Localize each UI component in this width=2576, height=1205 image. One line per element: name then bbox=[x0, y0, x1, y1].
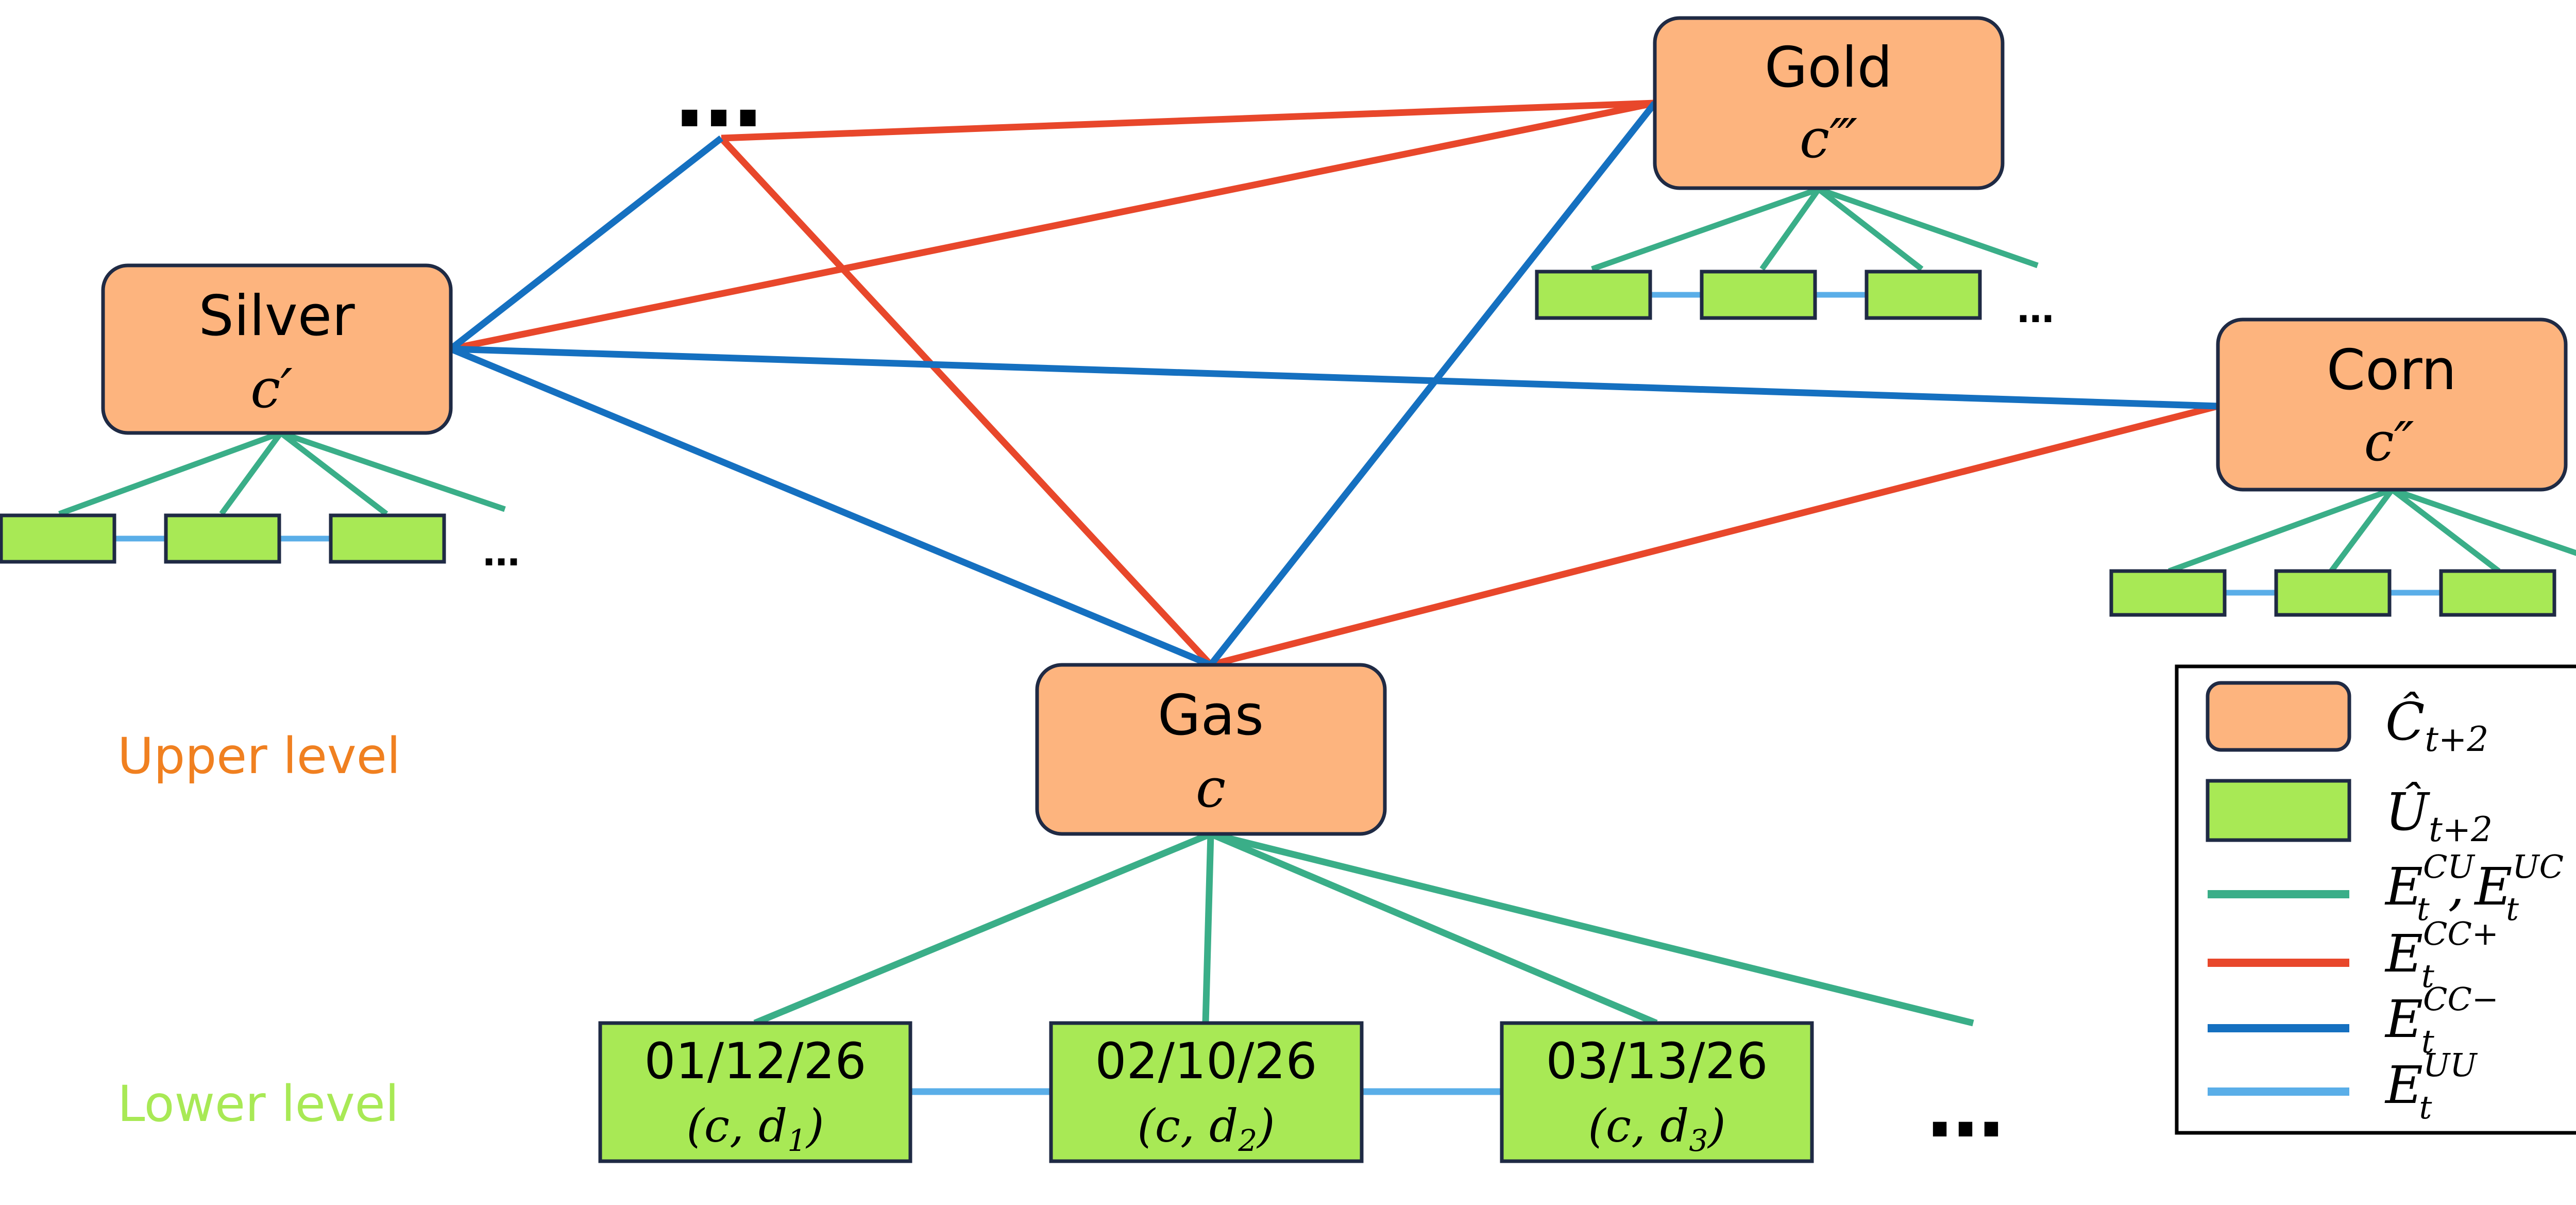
silver-ellipsis: … bbox=[483, 531, 520, 574]
corn-date-node-2 bbox=[2274, 569, 2392, 617]
gold-date-node-2 bbox=[1700, 270, 1817, 320]
gas-name: Gas bbox=[1158, 683, 1264, 748]
gas-date-3-label: 03/13/26 bbox=[1546, 1032, 1768, 1090]
commodity-node-gold: Gold c‴ bbox=[1653, 16, 2005, 190]
gas-symbol: c bbox=[1196, 757, 1226, 819]
edge-cc-neg-silver-dots bbox=[449, 135, 723, 352]
gold-date-node-3 bbox=[1865, 270, 1982, 320]
gas-date-2-label: 02/10/26 bbox=[1095, 1032, 1317, 1090]
gas-date-node-3: 03/13/26 (c, d3) bbox=[1500, 1021, 1814, 1163]
gas-date-2-pair: (c, d2) bbox=[1137, 1099, 1275, 1158]
silver-name: Silver bbox=[198, 284, 355, 348]
edge-cc-neg-silver-gas bbox=[449, 345, 1212, 668]
silver-subtree bbox=[58, 430, 506, 542]
upper-level-label: Upper level bbox=[117, 727, 400, 785]
edge-cc-pos-gas-corn bbox=[1210, 403, 2219, 668]
silver-date-node-3 bbox=[329, 513, 446, 564]
gold-ellipsis: … bbox=[2017, 288, 2054, 331]
upper-ellipsis: … bbox=[675, 45, 762, 147]
corn-name: Corn bbox=[2327, 338, 2456, 403]
legend-date-swatch bbox=[2206, 779, 2351, 842]
gas-date-3-pair: (c, d3) bbox=[1588, 1099, 1725, 1158]
gas-date-node-1: 01/12/26 (c, d1) bbox=[598, 1021, 912, 1163]
gas-subtree bbox=[753, 830, 1974, 1095]
commodity-node-gas: Gas c bbox=[1035, 663, 1387, 836]
gold-symbol: c‴ bbox=[1800, 107, 1857, 170]
silver-date-node-2 bbox=[164, 513, 281, 564]
corn-subtree bbox=[2168, 487, 2576, 596]
gold-name: Gold bbox=[1765, 36, 1892, 100]
silver-symbol: c′ bbox=[250, 357, 293, 420]
edge-cc-pos-dots-gas bbox=[719, 136, 1213, 667]
lower-level-label: Lower level bbox=[117, 1075, 399, 1133]
edge-cc-neg-silver-corn bbox=[450, 345, 2218, 410]
legend-date-label: Ût+2 bbox=[2385, 782, 2493, 849]
legend-cc-neg-label: ECC−t bbox=[2384, 980, 2499, 1060]
silver-date-node-1 bbox=[0, 513, 116, 564]
corn-date-node-3 bbox=[2439, 569, 2556, 617]
legend-commodity-label: Ĉt+2 bbox=[2385, 692, 2488, 759]
gas-date-1-pair: (c, d1) bbox=[686, 1099, 824, 1158]
corn-date-node-1 bbox=[2109, 569, 2227, 617]
commodity-node-corn: Corn c″ bbox=[2216, 317, 2568, 492]
edge-cc-neg-gas-gold bbox=[1208, 101, 1658, 667]
edge-cc-pos-silver-gold bbox=[450, 99, 1656, 353]
commodity-node-silver: Silver c′ bbox=[101, 263, 453, 435]
corn-symbol: c″ bbox=[2364, 410, 2414, 473]
gas-date-node-2: 02/10/26 (c, d2) bbox=[1049, 1021, 1364, 1163]
gas-ellipsis: … bbox=[1927, 1065, 2004, 1155]
legend-cc-pos-label: ECC+t bbox=[2384, 915, 2499, 995]
gold-subtree bbox=[1591, 186, 2039, 298]
edge-cc-pos-dots-gold bbox=[721, 99, 1655, 142]
gold-date-node-1 bbox=[1535, 270, 1652, 320]
gas-date-1-label: 01/12/26 bbox=[644, 1032, 866, 1090]
legend-commodity-swatch bbox=[2206, 681, 2351, 752]
